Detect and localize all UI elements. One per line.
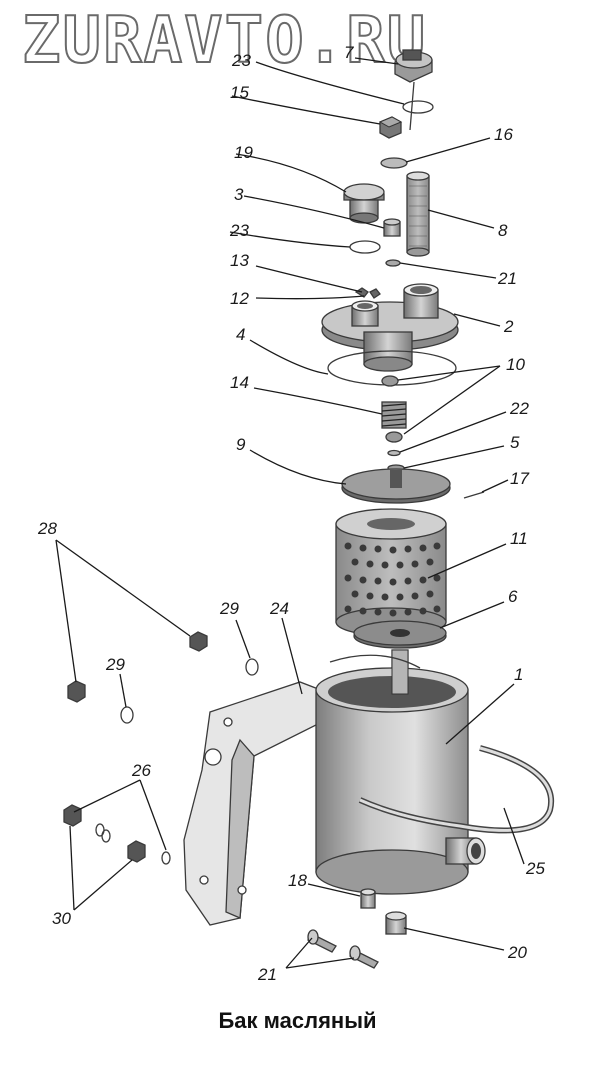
callout-24: 24 xyxy=(269,599,289,618)
part-28-nuts xyxy=(67,631,208,703)
callout-13: 13 xyxy=(230,251,249,270)
callout-21-top: 21 xyxy=(497,269,517,288)
part-18-fitting xyxy=(360,888,376,909)
part-23-ring-top xyxy=(402,100,434,114)
part-6-plate xyxy=(353,620,447,649)
part-7-breather xyxy=(394,49,433,131)
part-3-fitting xyxy=(383,218,401,237)
part-2-lid xyxy=(321,283,459,372)
part-10-pins xyxy=(381,375,403,443)
part-20-fitting xyxy=(385,911,407,935)
part-17-pin xyxy=(463,491,485,499)
callout-11: 11 xyxy=(510,529,528,548)
callout-9: 9 xyxy=(236,435,246,454)
callout-5: 5 xyxy=(510,433,520,452)
callout-3: 3 xyxy=(234,185,244,204)
part-21-bolts xyxy=(307,929,379,969)
callout-12: 12 xyxy=(230,289,249,308)
part-26-30-fasteners xyxy=(63,804,171,865)
callout-16: 16 xyxy=(494,125,513,144)
callout-20: 20 xyxy=(507,943,527,962)
callouts: 7 23 15 16 19 3 8 23 21 13 12 2 4 10 14 … xyxy=(37,43,545,984)
callout-25: 25 xyxy=(525,859,545,878)
part-1-tank xyxy=(315,649,486,895)
part-14-spring xyxy=(381,401,407,429)
callout-6: 6 xyxy=(508,587,518,606)
callout-23-top: 23 xyxy=(231,51,251,70)
part-9-plate xyxy=(341,468,451,504)
callout-14: 14 xyxy=(230,373,249,392)
part-23-ring xyxy=(349,240,381,254)
callout-30: 30 xyxy=(52,909,71,928)
part-21-washer-top xyxy=(385,259,401,267)
diagram-caption: Бак масляный xyxy=(218,1008,377,1033)
part-22-washer xyxy=(387,449,401,457)
callout-10: 10 xyxy=(506,355,525,374)
callout-28: 28 xyxy=(37,519,57,538)
callout-23: 23 xyxy=(229,221,249,240)
callout-17: 17 xyxy=(510,469,529,488)
callout-1: 1 xyxy=(514,665,523,684)
leader-lines xyxy=(55,57,525,969)
callout-7: 7 xyxy=(344,43,354,62)
callout-19: 19 xyxy=(234,143,253,162)
callout-2: 2 xyxy=(503,317,514,336)
callout-18: 18 xyxy=(288,871,307,890)
part-16-washer xyxy=(380,157,408,169)
part-29-lock-washers xyxy=(120,658,259,724)
callout-21-bottom: 21 xyxy=(257,965,277,984)
part-19-filler-plug xyxy=(343,183,385,224)
callout-22: 22 xyxy=(509,399,529,418)
part-12-13-bolts xyxy=(354,287,381,299)
callout-4: 4 xyxy=(236,325,245,344)
callout-29-left: 29 xyxy=(105,655,125,674)
part-15-nut xyxy=(378,116,403,139)
callout-8: 8 xyxy=(498,221,508,240)
watermark-text: ZURAVTO.RU xyxy=(22,4,427,78)
callout-26: 26 xyxy=(131,761,151,780)
part-11-filter-element xyxy=(335,508,447,637)
watermark: ZURAVTO.RU xyxy=(21,3,427,79)
callout-15: 15 xyxy=(230,83,249,102)
callout-29-right: 29 xyxy=(219,599,239,618)
part-8-mesh-filter xyxy=(406,171,430,257)
